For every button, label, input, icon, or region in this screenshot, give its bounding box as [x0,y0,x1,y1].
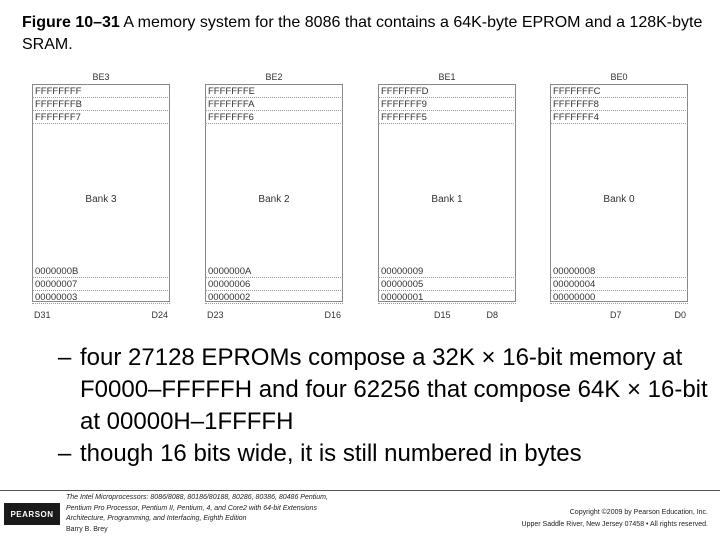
data-bit-high: D31 [34,310,51,320]
address-cell: 0000000A [205,265,343,278]
address-cell: 00000001 [378,291,516,304]
address-cell: FFFFFFF5 [378,111,516,124]
address-cell: FFFFFFFE [205,85,343,98]
bank-name: Bank 3 [85,194,117,205]
address-cell: FFFFFFF6 [205,111,343,124]
bank-frame [205,84,343,302]
bank-enable-label: BE1 [438,72,456,82]
data-bit-low: D16 [324,310,341,320]
address-cell: FFFFFFF8 [550,98,688,111]
book-title-line: The Intel Microprocessors: 8086/8088, 80… [66,494,328,501]
memory-bank: BE3 FFFFFFFF FFFFFFFB FFFFFFF7 Bank 3 00… [32,72,170,320]
figure-caption-text: A memory system for the 8086 that contai… [22,14,703,53]
address-cell: FFFFFFF9 [378,98,516,111]
copyright-notice: Copyright ©2009 by Pearson Education, In… [408,507,708,531]
bullet-dash: – [58,440,72,467]
book-author: Barry B. Brey [66,525,108,533]
copyright-line: Upper Saddle River, New Jersey 07458 • A… [521,521,708,528]
bank-enable-label: BE0 [610,72,628,82]
bullet-item: – though 16 bits wide, it is still numbe… [58,438,708,470]
address-cell: FFFFFFFB [32,98,170,111]
data-bit-low: D0 [674,310,686,320]
address-cell: 00000005 [378,278,516,291]
data-bit-low: D24 [151,310,168,320]
book-title-line: Architecture, Programming, and Interfaci… [66,515,247,522]
copyright-line: Copyright ©2009 by Pearson Education, In… [569,509,708,516]
data-bit-high: D15 [434,310,451,320]
address-cell: FFFFFFFF [32,85,170,98]
pearson-logo: PEARSON [4,503,60,525]
bank-name: Bank 0 [603,194,635,205]
address-cell: 00000000 [550,291,688,304]
address-cell: 00000008 [550,265,688,278]
book-citation: The Intel Microprocessors: 8086/8088, 80… [66,493,396,535]
bank-frame [550,84,688,302]
address-cell: 00000002 [205,291,343,304]
address-cell: FFFFFFFA [205,98,343,111]
bank-name: Bank 2 [258,194,290,205]
address-cell: FFFFFFF7 [32,111,170,124]
address-cell: 0000000B [32,265,170,278]
data-bit-low: D8 [486,310,498,320]
bullet-item: – four 27128 EPROMs compose a 32K × 16-b… [58,342,708,438]
memory-bank: BE0 FFFFFFFC FFFFFFF8 FFFFFFF4 Bank 0 00… [550,72,688,320]
figure-caption: Figure 10–31 A memory system for the 808… [22,12,712,56]
bullet-list: – four 27128 EPROMs compose a 32K × 16-b… [58,342,708,470]
book-title-line: Pentium Pro Processor, Pentium II, Penti… [66,504,317,512]
bullet-dash: – [58,344,72,371]
memory-bank-diagram: BE3 FFFFFFFF FFFFFFFB FFFFFFF7 Bank 3 00… [32,72,688,320]
memory-bank: BE1 FFFFFFFD FFFFFFF9 FFFFFFF5 Bank 1 00… [378,72,516,320]
footer-divider [0,490,720,491]
address-cell: 00000006 [205,278,343,291]
bullet-text: four 27128 EPROMs compose a 32K × 16-bit… [80,344,708,435]
data-bit-high: D23 [207,310,224,320]
address-cell: FFFFFFF4 [550,111,688,124]
memory-bank: BE2 FFFFFFFE FFFFFFFA FFFFFFF6 Bank 2 00… [205,72,343,320]
figure-label: Figure 10–31 [22,14,120,31]
address-cell: 00000007 [32,278,170,291]
address-cell: 00000003 [32,291,170,304]
bank-enable-label: BE2 [265,72,283,82]
bank-frame [378,84,516,302]
bullet-text: though 16 bits wide, it is still numbere… [80,440,582,467]
bank-enable-label: BE3 [92,72,110,82]
bank-name: Bank 1 [431,194,463,205]
address-cell: FFFFFFFD [378,85,516,98]
data-bit-high: D7 [610,310,622,320]
address-cell: FFFFFFFC [550,85,688,98]
address-cell: 00000004 [550,278,688,291]
address-cell: 00000009 [378,265,516,278]
bank-frame [32,84,170,302]
